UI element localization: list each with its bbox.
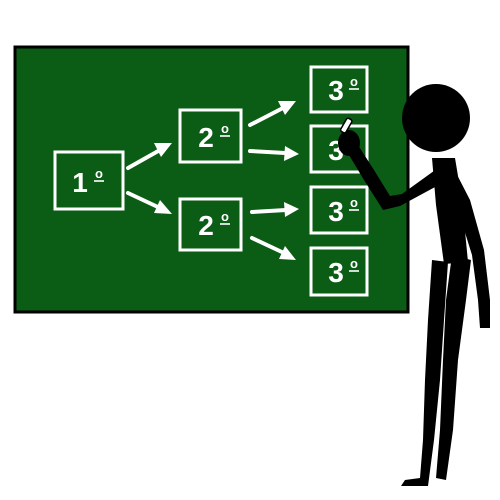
edge-n2b-n3c: [250, 202, 299, 217]
node-number: 3: [328, 196, 344, 227]
figure-arm-back: [446, 165, 490, 328]
node-level-3-a: 3 o: [309, 65, 369, 114]
node-ordinal: o: [221, 209, 229, 224]
figure-leg-front: [401, 260, 448, 486]
node-level-3-d: 3 o: [309, 246, 369, 297]
node-level-3-c: 3 o: [309, 185, 369, 235]
node-ordinal: o: [221, 121, 229, 136]
chalk-icon: [339, 117, 353, 134]
figure-leg-back: [436, 255, 471, 480]
node-ordinal: o: [350, 256, 358, 271]
node-number: 2: [198, 122, 214, 153]
node-ordinal: o: [350, 74, 358, 89]
figure-hand: [338, 130, 360, 156]
node-ordinal: o: [95, 166, 103, 181]
node-ordinal: o: [350, 195, 358, 210]
diagram-nodes: 1 o 2 o 2 o 3 o 3 o: [53, 65, 369, 297]
node-number: 3: [328, 75, 344, 106]
node-level-1: 1 o: [53, 150, 125, 211]
diagram-edges: [126, 101, 299, 260]
stick-figure-teacher-icon: [338, 84, 490, 486]
edge-n1-n2b: [126, 191, 172, 214]
edge-n1-n2a: [126, 143, 172, 170]
node-level-2-bottom: 2 o: [178, 197, 243, 252]
chalkboard: [13, 45, 410, 314]
edge-n2a-n3b: [248, 146, 299, 161]
node-level-2-top: 2 o: [178, 108, 243, 164]
node-number: 1: [72, 167, 88, 198]
node-number: 2: [198, 210, 214, 241]
figure-head: [402, 84, 470, 152]
edge-n2b-n3d: [250, 236, 296, 260]
node-number: 3: [328, 257, 344, 288]
figure-arm-front: [346, 142, 448, 210]
edge-n2a-n3a: [248, 101, 296, 127]
